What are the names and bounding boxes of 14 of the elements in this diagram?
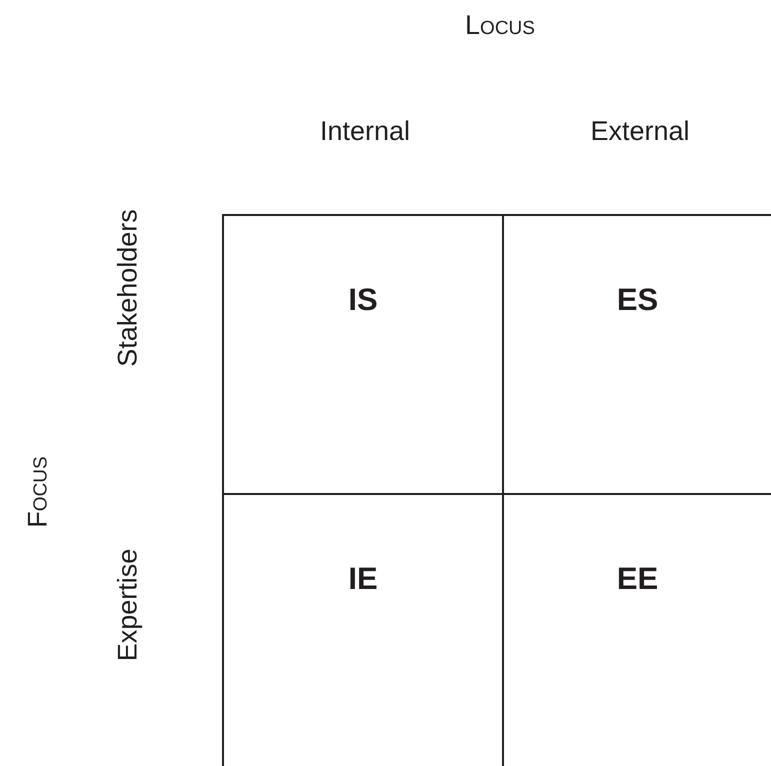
row-header: Expertise bbox=[114, 548, 142, 662]
matrix-cell bbox=[222, 493, 502, 766]
matrix-cell bbox=[502, 214, 771, 493]
quadrant-code: EE bbox=[616, 561, 658, 597]
row-header: Stakeholders bbox=[114, 209, 142, 367]
matrix-cell bbox=[222, 214, 502, 493]
axis-title: Locus bbox=[465, 12, 535, 39]
quadrant-code: IE bbox=[348, 561, 378, 597]
axis-title: Focus bbox=[24, 456, 52, 528]
quadrant-code: ES bbox=[616, 282, 658, 318]
quadrant-code: IS bbox=[348, 282, 378, 318]
matrix-cell bbox=[502, 493, 771, 766]
column-header: External bbox=[590, 118, 690, 145]
column-header: Internal bbox=[320, 118, 410, 145]
